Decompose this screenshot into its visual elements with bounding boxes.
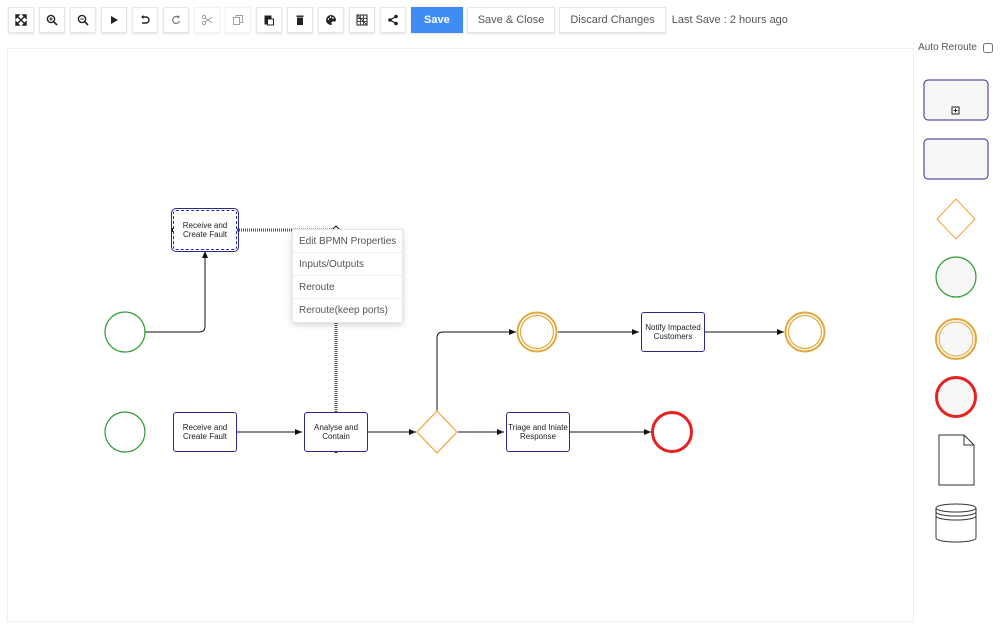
task-notify-customers[interactable]: Notify Impacted Customers: [641, 312, 705, 352]
fit-screen-icon: [15, 14, 27, 26]
undo-icon: [141, 15, 150, 24]
intermediate-event[interactable]: [516, 311, 558, 353]
palette-task[interactable]: [923, 138, 989, 180]
cut-icon: [201, 14, 213, 26]
zoom-in-icon: [46, 14, 58, 26]
undo-button[interactable]: [132, 7, 158, 33]
copy-button[interactable]: [225, 7, 251, 33]
auto-reroute-label: Auto Reroute: [918, 42, 977, 53]
redo-icon: [172, 15, 181, 25]
end-event[interactable]: [651, 411, 693, 453]
palette-icon: [326, 15, 336, 25]
play-icon: [111, 16, 118, 24]
zoom-out-button[interactable]: [70, 7, 96, 33]
auto-reroute-checkbox[interactable]: [983, 42, 993, 53]
zoom-in-button[interactable]: [39, 7, 65, 33]
palette-end-event[interactable]: [935, 376, 977, 418]
delete-icon: [296, 15, 304, 25]
start-event-bottom[interactable]: [104, 411, 146, 453]
last-save-status: Last Save : 2 hours ago: [671, 14, 788, 26]
save-close-button[interactable]: Save & Close: [466, 7, 556, 33]
task-analyse-contain[interactable]: Analyse and Contain: [304, 412, 368, 452]
grid-button[interactable]: [349, 7, 375, 33]
shape-palette: [918, 58, 998, 618]
task-triage-response[interactable]: Triage and Iniate Response: [506, 412, 570, 452]
share-button[interactable]: [380, 7, 406, 33]
palette-data-object[interactable]: [938, 434, 975, 486]
palette-button[interactable]: [318, 7, 344, 33]
menu-item-reroute-keep-ports[interactable]: Reroute(keep ports): [299, 305, 388, 316]
share-icon: [388, 14, 398, 26]
toolbar: Save Save & Close Discard Changes Last S…: [8, 7, 788, 33]
discard-changes-button[interactable]: Discard Changes: [559, 7, 666, 33]
diagram-canvas[interactable]: Receive and Create Fault Receive and Cre…: [7, 48, 914, 622]
sequence-flow[interactable]: [145, 251, 208, 333]
palette-subprocess[interactable]: [923, 79, 989, 121]
grid-icon: [356, 14, 368, 26]
copy-icon: [233, 15, 243, 25]
fit-screen-button[interactable]: [8, 7, 34, 33]
palette-intermediate-event[interactable]: [935, 318, 977, 360]
palette-start-event[interactable]: [935, 256, 977, 298]
paste-icon: [264, 15, 274, 26]
task-receive-create-fault-top[interactable]: Receive and Create Fault: [171, 208, 239, 252]
redo-button[interactable]: [163, 7, 189, 33]
exclusive-gateway[interactable]: [416, 410, 458, 454]
save-button[interactable]: Save: [411, 7, 463, 33]
intermediate-end-event[interactable]: [784, 311, 826, 353]
task-receive-create-fault-bottom[interactable]: Receive and Create Fault: [173, 412, 237, 452]
play-button[interactable]: [101, 7, 127, 33]
context-menu: Edit BPMN Properties Inputs/Outputs Rero…: [292, 229, 403, 323]
menu-item-edit-bpmn-properties[interactable]: Edit BPMN Properties: [293, 230, 402, 253]
start-event-top[interactable]: [104, 311, 146, 353]
menu-item-inputs-outputs[interactable]: Inputs/Outputs: [293, 253, 402, 276]
zoom-out-icon: [77, 14, 89, 26]
paste-button[interactable]: [256, 7, 282, 33]
diagram-connections: [104, 225, 826, 454]
palette-data-store[interactable]: [935, 503, 977, 543]
sequence-flow[interactable]: [436, 329, 516, 411]
menu-item-reroute[interactable]: Reroute: [293, 276, 402, 299]
palette-gateway[interactable]: [936, 198, 976, 240]
auto-reroute-toggle: Auto Reroute: [918, 42, 993, 53]
cut-button[interactable]: [194, 7, 220, 33]
delete-button[interactable]: [287, 7, 313, 33]
